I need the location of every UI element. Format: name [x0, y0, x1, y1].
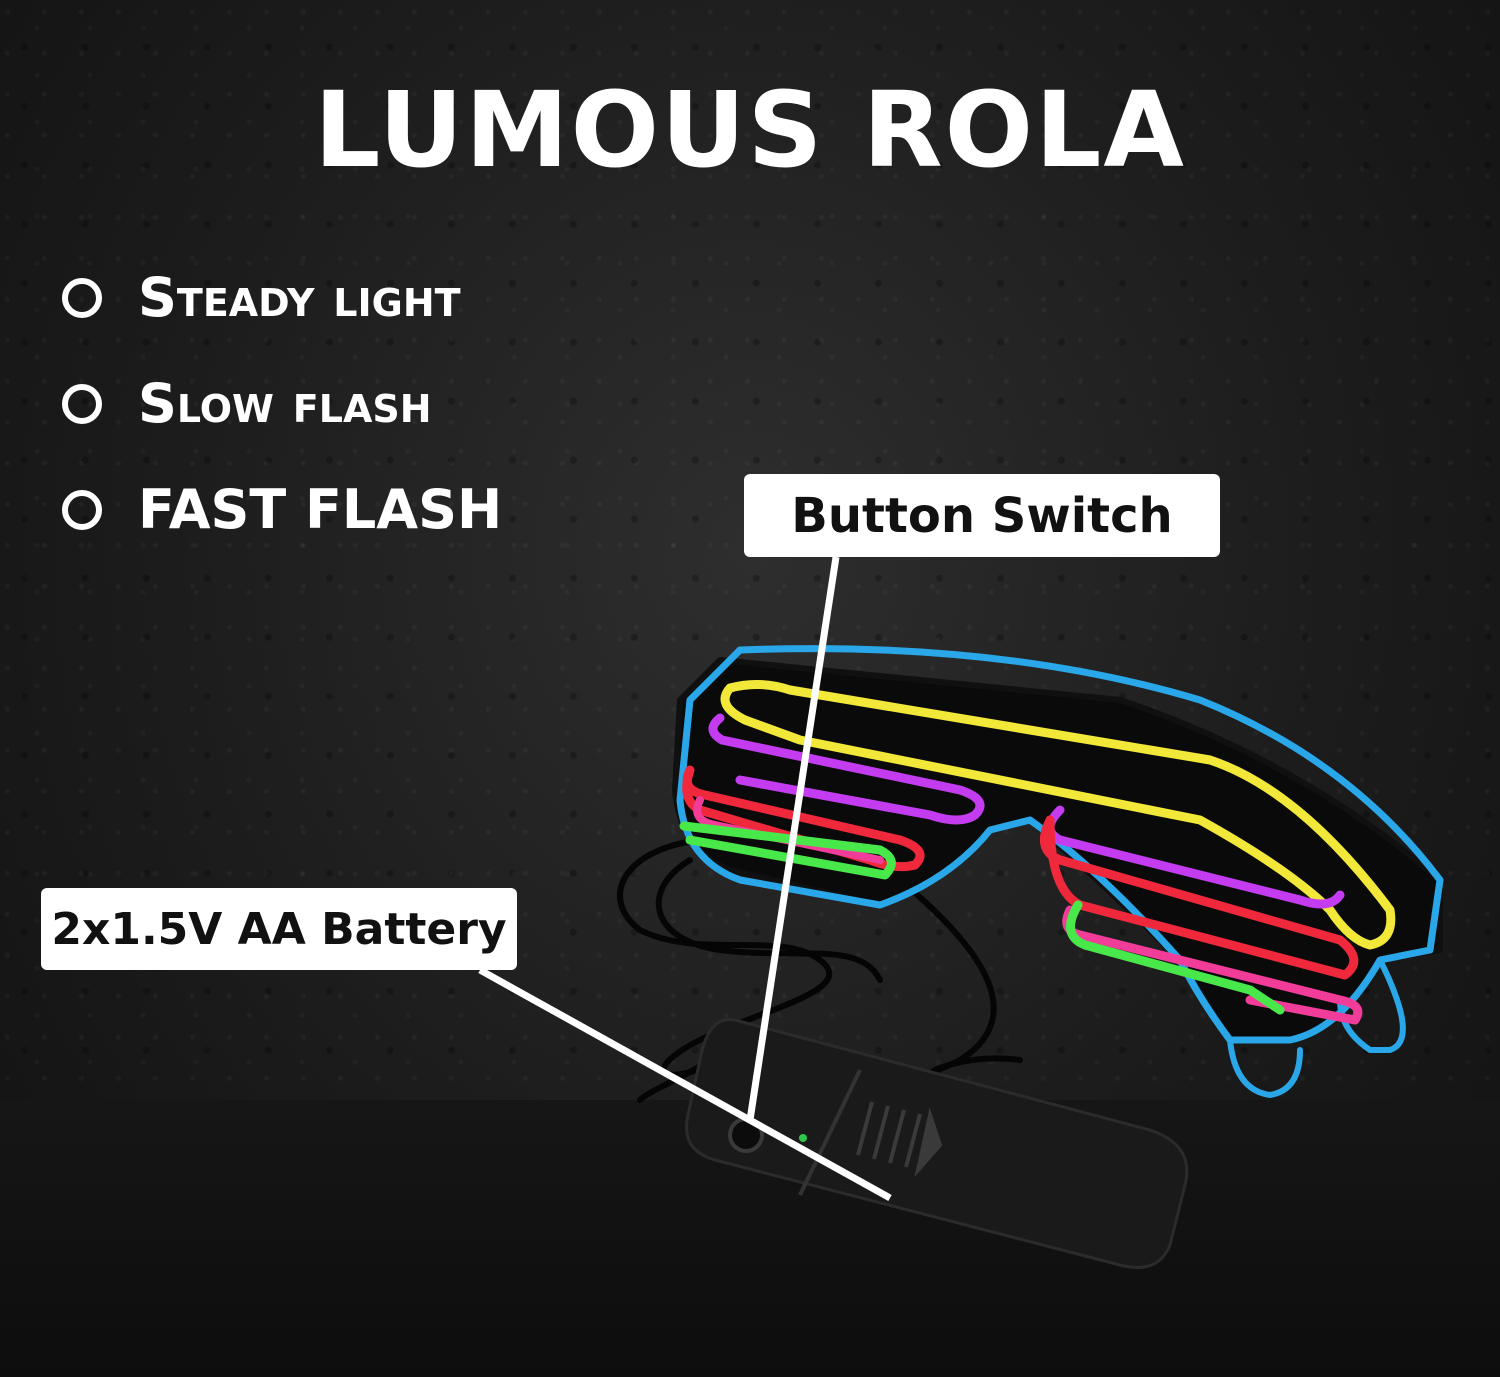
mode-label: FAST FLASH — [138, 478, 503, 541]
circle-bullet-icon — [62, 278, 102, 318]
switch-pointer-line — [746, 556, 840, 1121]
circle-bullet-icon — [62, 490, 102, 530]
glasses-illustration — [672, 645, 1444, 1098]
battery-pack-illustration — [685, 1018, 1189, 1269]
page-title: LUMOUS ROLA — [314, 69, 1186, 191]
mode-item-slow: Slow flash — [62, 351, 502, 457]
battery-callout: 2x1.5V AA Battery — [41, 888, 517, 970]
button-switch-callout: Button Switch — [744, 474, 1220, 557]
mode-item-steady: Steady light — [62, 245, 502, 351]
circle-bullet-icon — [62, 384, 102, 424]
mode-list: Steady light Slow flash FAST FLASH — [62, 245, 502, 563]
battery-pointer-line — [478, 966, 892, 1202]
mode-label: Slow flash — [138, 372, 432, 435]
mode-item-fast: FAST FLASH — [62, 457, 502, 563]
mode-label: Steady light — [138, 266, 461, 329]
